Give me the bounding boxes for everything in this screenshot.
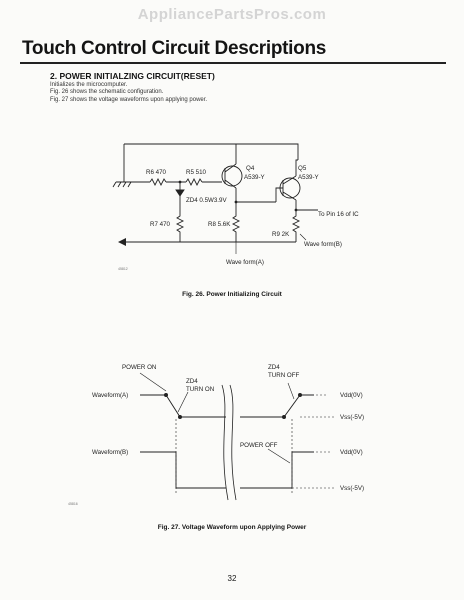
- title-rule: [20, 62, 446, 64]
- q5-label: Q5: [298, 165, 307, 172]
- vss-b-label: Vss(-5V): [340, 485, 364, 492]
- r7-label: R7 470: [150, 221, 171, 228]
- fig27-tag: 45816: [68, 502, 78, 506]
- section-heading: 2. POWER INITIALZING CIRCUIT(RESET): [50, 71, 215, 81]
- power-off-label: POWER OFF: [240, 442, 278, 449]
- q4-part-label: A539-Y: [244, 174, 265, 181]
- page-number: 32: [227, 574, 237, 583]
- waveform-a-row-label: Waveform(A): [92, 392, 128, 399]
- vdd-b-label: Vdd(0V): [340, 449, 363, 456]
- fig26-caption: Fig. 26. Power Initializing Circuit: [182, 291, 282, 298]
- voltage-waveform-diagram: POWER ON ZD4 TURN ON ZD4 TURN OFF Wavefo…: [68, 364, 364, 506]
- page-title: Touch Control Circuit Descriptions: [22, 38, 327, 59]
- r8-label: R8 5.6K: [208, 221, 231, 228]
- intro-line-2: Fig. 26 shows the schematic configuratio…: [50, 89, 164, 96]
- waveform-b-row-label: Waveform(B): [92, 449, 128, 456]
- zd4-on-label: ZD4: [186, 378, 198, 385]
- fig26-tag: 45812: [118, 267, 128, 271]
- q4-label: Q4: [246, 165, 255, 172]
- power-on-label: POWER ON: [122, 364, 156, 371]
- vdd-a-label: Vdd(0V): [340, 392, 363, 399]
- site-watermark: AppliancePartsPros.com: [137, 6, 327, 23]
- r5-label: R5 510: [186, 169, 207, 176]
- waveform-b-label: Wave form(B): [304, 241, 342, 248]
- zd4-label: ZD4 0.5W3.9V: [186, 197, 227, 204]
- vss-a-label: Vss(-5V): [340, 414, 364, 421]
- pin16-label: To Pin 16 of IC: [318, 211, 359, 218]
- zd4-off-label: ZD4: [268, 364, 280, 371]
- zd4-turn-on-label: TURN ON: [186, 386, 214, 393]
- power-initializing-schematic: R6 470 R5 510 Q4 A539-Y Q5 A539-Y ZD4 0.…: [112, 143, 359, 271]
- waveform-a-label: Wave form(A): [226, 259, 264, 266]
- section-intro: Initializes the microcomputer. Fig. 26 s…: [50, 82, 207, 104]
- q5-part-label: A539-Y: [298, 174, 319, 181]
- intro-line-1: Initializes the microcomputer.: [50, 82, 128, 88]
- intro-line-3: Fig. 27 shows the voltage waveforms upon…: [50, 96, 208, 103]
- zd4-turn-off-label: TURN OFF: [268, 372, 299, 379]
- fig27-caption: Fig. 27. Voltage Waveform upon Applying …: [157, 524, 307, 531]
- r9-label: R9 2K: [272, 231, 290, 238]
- r6-label: R6 470: [146, 169, 167, 176]
